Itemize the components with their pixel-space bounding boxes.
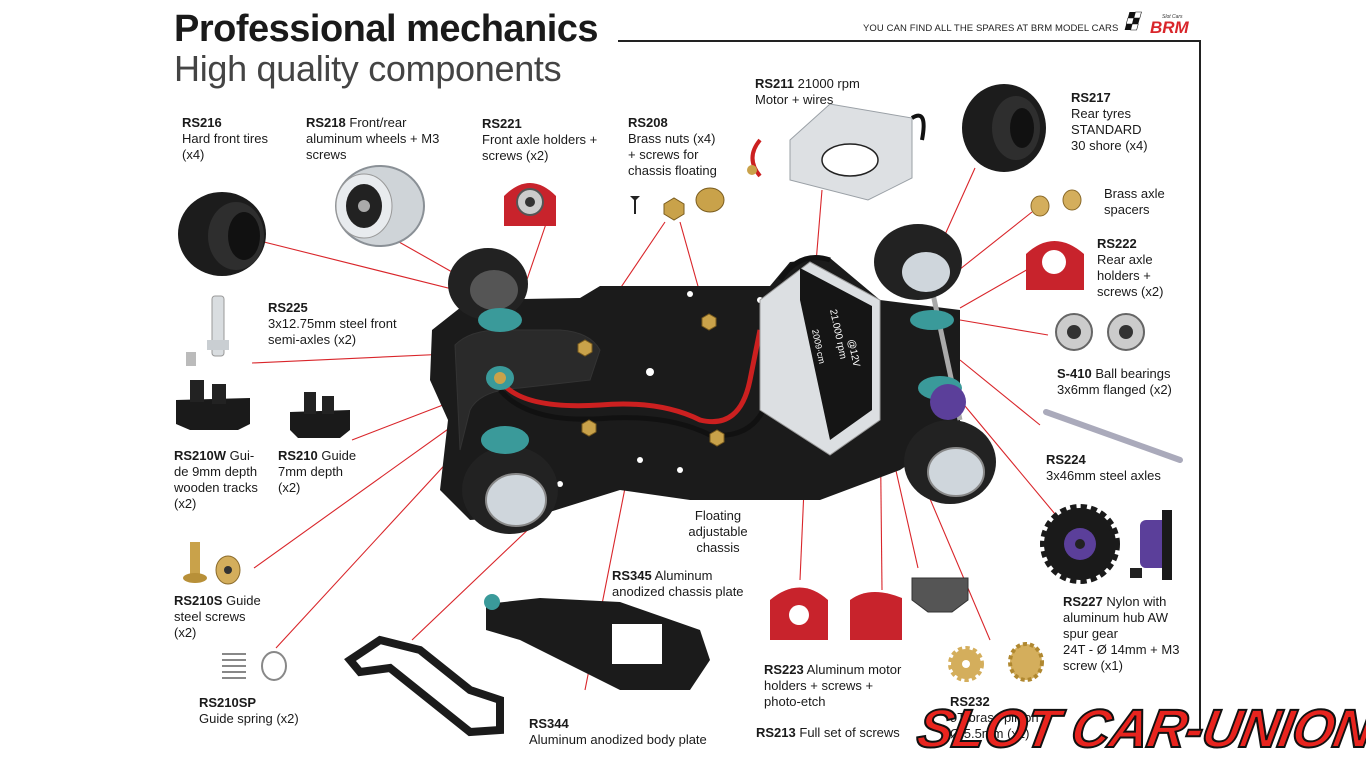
motor-on-chassis: 21.000 rpm @12V 2009·cm xyxy=(759,261,881,456)
page-title: Professional mechanics xyxy=(174,8,599,50)
label-rs211: RS211 21000 rpm Motor + wires xyxy=(755,76,860,107)
brm-logo: BRM Slot Cars xyxy=(1124,11,1190,36)
label-rs224: RS224 3x46mm steel axles xyxy=(1046,452,1161,483)
label-rs222: RS222 Rear axle holders + screws (x2) xyxy=(1097,236,1164,299)
label-rs210sp: RS210SP Guide spring (x2) xyxy=(199,695,299,726)
label-s410: S-410 Ball bearings 3x6mm flanged (x2) xyxy=(1057,366,1172,397)
rs345-image xyxy=(484,594,710,690)
label-rs216: RS216 Hard front tires (x4) xyxy=(182,115,268,162)
rs210w-image xyxy=(176,380,250,430)
rs211-image xyxy=(747,103,926,201)
header-divider xyxy=(618,40,1200,42)
rs216-image xyxy=(178,192,266,276)
s410-image xyxy=(1055,313,1145,351)
svg-text:BRM: BRM xyxy=(1150,18,1190,36)
rs232-image xyxy=(948,642,1044,682)
label-rs221: RS221 Front axle holders + screws (x2) xyxy=(482,116,598,163)
brass-spacers-image xyxy=(1030,189,1082,217)
page-subtitle: High quality components xyxy=(174,48,562,89)
rs210s-image xyxy=(183,542,241,585)
rs224-image xyxy=(1043,409,1183,463)
label-rs217: RS217 Rear tyres STANDARD 30 shore (x4) xyxy=(1071,90,1148,153)
label-floating-chassis: Floating adjustable chassis xyxy=(688,508,748,555)
watermark-logo: SLOT CAR-UNION xyxy=(912,698,1366,760)
rs210-image xyxy=(290,392,350,438)
label-rs223: RS223 Aluminum motor holders + screws + … xyxy=(764,662,902,709)
label-rs225: RS225 3x12.75mm steel front semi-axles (… xyxy=(268,300,397,347)
rs217-image xyxy=(962,84,1046,172)
label-rs232: RS232 9T brass pinion Ø 5.5mm (x1) xyxy=(950,694,1039,741)
front-wheel-top xyxy=(448,248,528,332)
rear-wheel-bottom xyxy=(904,376,996,504)
label-rs210: RS210 Guide 7mm depth (x2) xyxy=(278,448,357,495)
rear-wheel-top xyxy=(874,224,962,330)
front-wheel-bottom xyxy=(462,426,558,534)
rs208-image xyxy=(630,187,725,221)
rs227-image xyxy=(1040,504,1172,584)
side-divider xyxy=(1199,40,1201,730)
rs225-image xyxy=(186,295,229,366)
label-rs227: RS227 Nylon with aluminum hub AW spur ge… xyxy=(1063,594,1180,673)
label-rs213: RS213 Full set of screws xyxy=(756,725,900,740)
label-rs210w: RS210W Gui- de 9mm depth wooden tracks (… xyxy=(174,448,258,511)
rs222-image xyxy=(1026,241,1084,290)
rs221-image xyxy=(504,183,556,226)
svg-text:Slot Cars: Slot Cars xyxy=(1162,14,1183,20)
label-brass-spacers: Brass axle spacers xyxy=(1104,186,1165,217)
label-rs218: RS218 Front/rear aluminum wheels + M3 sc… xyxy=(306,115,440,162)
label-rs344: RS344 Aluminum anodized body plate xyxy=(529,716,707,747)
label-rs345: RS345 Aluminum anodized chassis plate xyxy=(612,568,744,599)
rs223-image xyxy=(770,577,969,640)
label-rs208: RS208 Brass nuts (x4) + screws for chass… xyxy=(628,115,717,178)
spares-note: YOU CAN FIND ALL THE SPARES AT BRM MODEL… xyxy=(863,23,1119,34)
rs344-image xyxy=(344,635,504,737)
label-rs210s: RS210S Guide steel screws (x2) xyxy=(174,593,261,640)
rs218-image xyxy=(335,165,425,247)
rs210sp-image xyxy=(222,651,287,681)
